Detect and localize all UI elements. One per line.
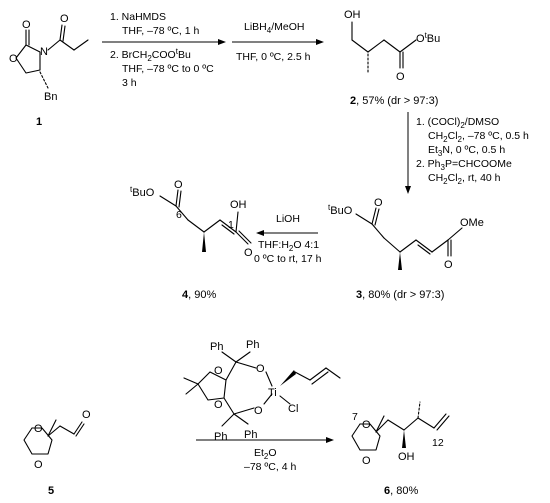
step-1-line-4: THF, –78 ºC to 0 ºC xyxy=(122,63,214,75)
step-4-line-3: 0 ºC to rt, 17 h xyxy=(254,253,322,265)
locant-12: 12 xyxy=(432,437,444,449)
step-4-line-2: THF:H2O 4:1 xyxy=(258,239,319,253)
compound-3-label: 3, 80% (dr > 97:3) xyxy=(356,289,444,301)
step-5-line-2: –78 ºC, 4 h xyxy=(244,461,296,473)
compound-2-label: 2, 57% (dr > 97:3) xyxy=(350,95,438,107)
compound-5-structure xyxy=(23,419,85,455)
atom-o-acid-4: O xyxy=(244,247,253,259)
atom-o-ring-5b: O xyxy=(34,459,43,471)
step-3-line-1: 1. (COCl)2/DMSO xyxy=(416,116,499,130)
step-3-line-2: CH2Cl2, –78 ºC, 0.5 h xyxy=(428,130,529,144)
atom-o-taddol-a: O xyxy=(214,365,223,377)
atom-ph-d: Ph xyxy=(244,429,257,441)
atom-bn-1: Bn xyxy=(44,91,57,103)
atom-o-ring-6b: O xyxy=(362,455,371,467)
atom-ome-3: OMe xyxy=(460,217,484,229)
compound-4-structure xyxy=(159,189,252,252)
ti-taddol-reagent-structure xyxy=(183,351,341,427)
compound-3-structure xyxy=(355,207,463,270)
atom-tbu-3: tBuO xyxy=(328,203,353,217)
compound-5-label: 5 xyxy=(48,485,54,497)
step-1-line-1: 1. NaHMDS xyxy=(110,11,166,23)
step-1-line-2: THF, –78 ºC, 1 h xyxy=(122,25,200,37)
atom-n-1: N xyxy=(40,46,48,58)
step-3-line-5: CH2Cl2, rt, 40 h xyxy=(428,172,501,186)
step-2-line-2: THF, 0 ºC, 2.5 h xyxy=(236,51,311,63)
atom-o-ring-5a: O xyxy=(34,423,43,435)
atom-ph-b: Ph xyxy=(246,339,259,351)
compound-6-structure xyxy=(351,401,450,451)
locant-1: 1 xyxy=(228,219,234,231)
step-5-line-1: Et2O xyxy=(254,447,277,461)
atom-o-acyl-1: O xyxy=(60,13,69,25)
arrow-step-1 xyxy=(102,39,226,45)
compound-1-label: 1 xyxy=(36,116,42,128)
compound-1-structure xyxy=(15,24,89,89)
step-1-line-5: 3 h xyxy=(122,77,137,89)
atom-tbu-4: tBuO xyxy=(130,185,155,199)
atom-o-carbonyl-4: O xyxy=(174,179,183,191)
atom-o-taddol-b: O xyxy=(214,399,223,411)
step-1-line-3: 2. BrCH2COOtBu xyxy=(110,47,191,63)
atom-ti: Ti xyxy=(268,387,277,399)
arrow-step-5 xyxy=(196,437,334,443)
atom-o-ester-2: OtBu xyxy=(416,31,440,45)
atom-o-carbonyl-1: O xyxy=(22,19,31,31)
atom-oh-4: OH xyxy=(230,199,247,211)
atom-o-ti-b: O xyxy=(254,405,263,417)
arrow-step-3 xyxy=(405,112,411,194)
atom-ph-a: Ph xyxy=(210,341,223,353)
locant-7: 7 xyxy=(352,411,358,423)
compound-6-label: 6, 80% xyxy=(384,485,418,497)
atom-oh-6: OH xyxy=(398,451,415,463)
step-3-line-3: Et3N, 0 ºC, 0.5 h xyxy=(428,144,505,158)
atom-o-ring-1: O xyxy=(9,53,18,65)
atom-ph-c: Ph xyxy=(214,431,227,443)
atom-o-ring-6a: O xyxy=(362,419,371,431)
compound-4-label: 4, 90% xyxy=(182,289,216,301)
atom-cl: Cl xyxy=(288,403,298,415)
atom-o-carbonyl-3b: O xyxy=(444,259,453,271)
atom-o-carbonyl-2: O xyxy=(396,71,405,83)
arrow-step-4 xyxy=(256,230,318,236)
atom-o-carbonyl-3a: O xyxy=(374,197,383,209)
locant-6: 6 xyxy=(176,209,182,221)
atom-o-ti-a: O xyxy=(256,363,265,375)
atom-o-ald-5: O xyxy=(82,409,91,421)
arrow-step-2 xyxy=(232,39,324,45)
atom-oh-2: OH xyxy=(344,9,361,21)
step-4-line-1: LiOH xyxy=(276,213,300,225)
compound-2-structure xyxy=(351,21,417,73)
step-3-line-4: 2. Ph3P=CHCOOMe xyxy=(416,158,512,172)
step-2-line-1: LiBH4/MeOH xyxy=(244,21,304,35)
